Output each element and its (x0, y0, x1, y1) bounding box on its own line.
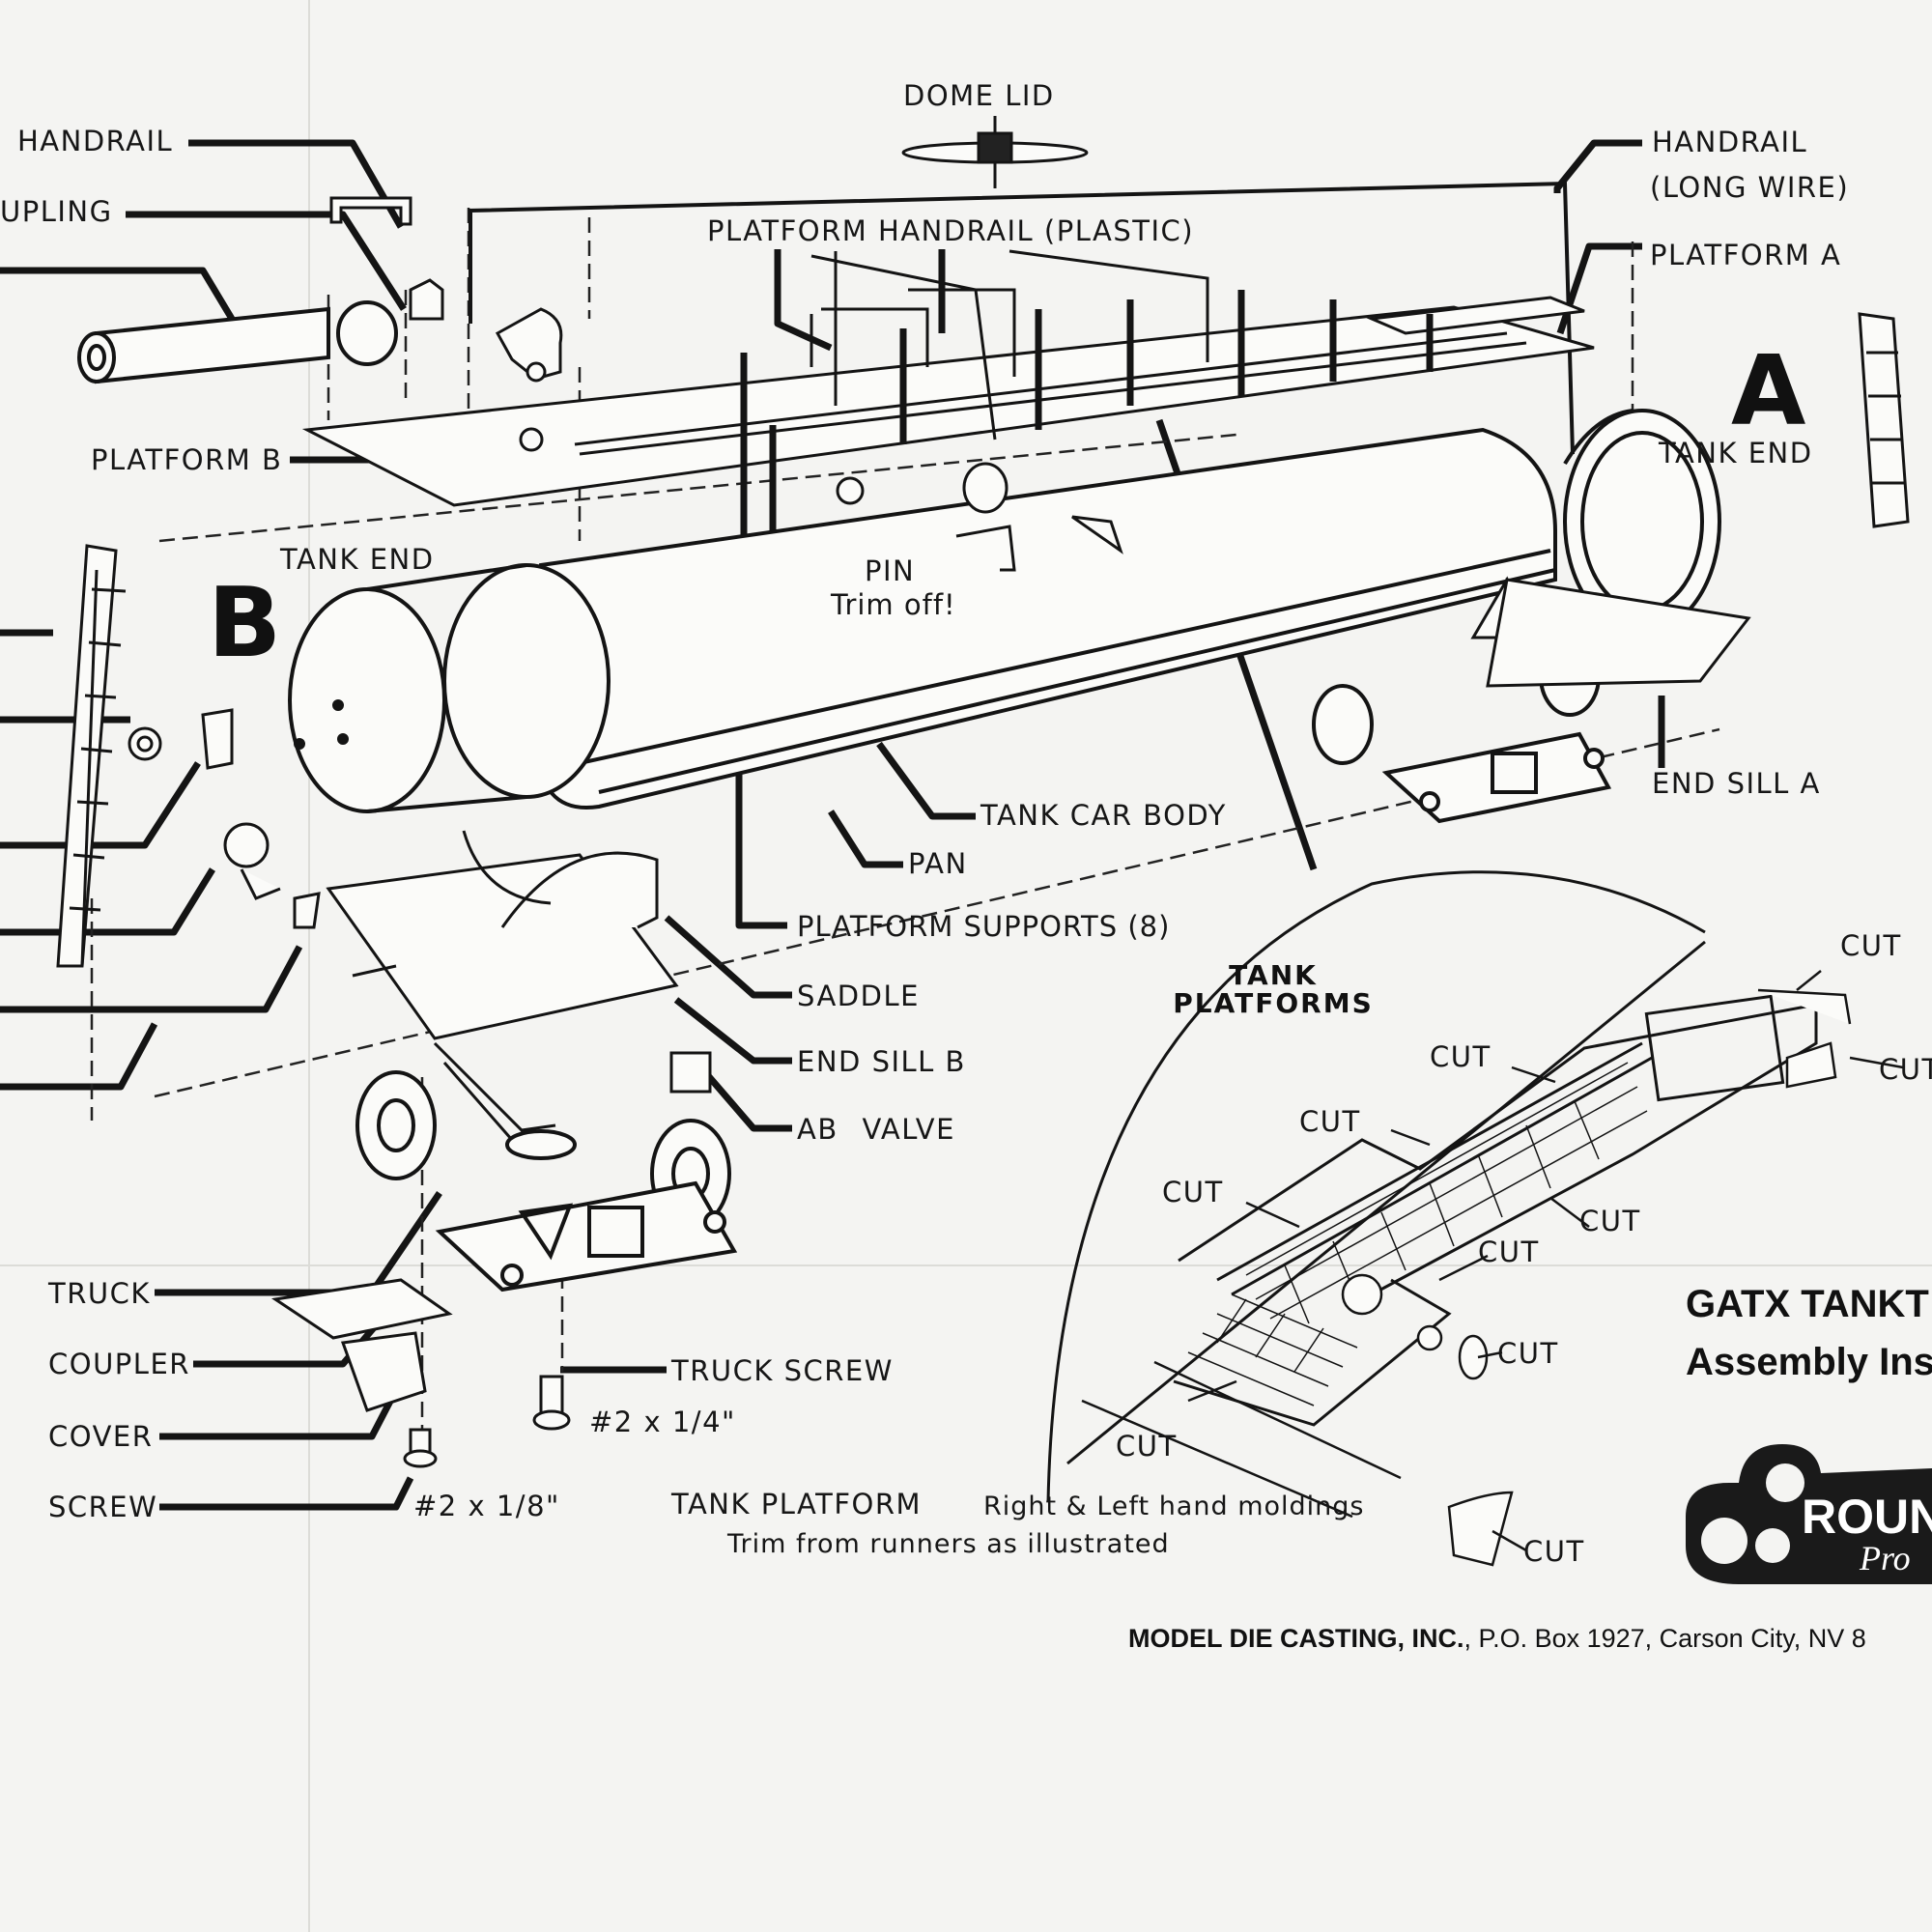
label-cut-5: CUT (1162, 1176, 1224, 1208)
left-handrail-piece (329, 196, 563, 452)
label-coupler: COUPLER (48, 1348, 190, 1380)
letter-a: A (1731, 334, 1806, 447)
label-cut-1: CUT (1840, 929, 1902, 962)
label-tank-end-b: TANK END (280, 543, 435, 576)
coupler-cover-screws (270, 1278, 571, 1468)
logo-sub: Pro (1860, 1539, 1911, 1577)
dome-lid (901, 116, 1089, 188)
title-line-1: GATX TANKT (1686, 1283, 1929, 1325)
brake-wheel-and-valves (128, 708, 321, 929)
letter-b: B (208, 566, 282, 679)
label-cut-4: CUT (1299, 1105, 1361, 1138)
label-cut-8: CUT (1497, 1337, 1559, 1370)
label-cut-10: CUT (1523, 1535, 1585, 1568)
end-sill-a (1470, 576, 1751, 688)
note-trim-runners: Trim from runners as illustrated (727, 1529, 1170, 1559)
roundhouse-logo-shape (1686, 1444, 1932, 1584)
leader-lines (0, 139, 1665, 1511)
label-coupling: UPLING (0, 195, 113, 228)
cut-marks (1081, 988, 1852, 1567)
end-sill-b (326, 830, 679, 1141)
label-platform-a: PLATFORM A (1650, 239, 1842, 271)
ab-valve (669, 1051, 712, 1094)
label-cut-9: CUT (1116, 1430, 1178, 1463)
label-cover: COVER (48, 1420, 154, 1453)
tank-car-body (533, 427, 1557, 810)
ladder-left (56, 544, 127, 968)
label-cut-7: CUT (1478, 1236, 1540, 1268)
label-dome-lid: DOME LID (903, 79, 1055, 112)
pin (836, 462, 1123, 572)
cut-arrows (1187, 970, 1904, 1552)
label-tank-car-body: TANK CAR BODY (980, 799, 1227, 832)
footer-company: MODEL DIE CASTING, INC. (1128, 1624, 1464, 1653)
logo-brand: ROUND (1802, 1490, 1932, 1544)
title-line-2: Assembly Ins (1686, 1341, 1932, 1383)
label-cut-3: CUT (1430, 1040, 1492, 1073)
label-end-sill-a: END SILL A (1652, 767, 1821, 800)
tank-end-b (288, 563, 611, 813)
label-handrail-left: HANDRAIL (17, 125, 174, 157)
label-platform-handrail: PLATFORM HANDRAIL (PLASTIC) (707, 214, 1195, 247)
label-ab-valve: AB VALVE (797, 1113, 955, 1146)
label-cut-2: CUT (1879, 1053, 1932, 1086)
label-platform-b: PLATFORM B (91, 443, 283, 476)
label-truck-screw-size: #2 x 1/4" (589, 1406, 736, 1438)
label-pan: PAN (908, 847, 968, 880)
footer-address-text: , P.O. Box 1927, Carson City, NV 8 (1463, 1624, 1866, 1653)
tank-end-a (1563, 409, 1721, 635)
tank-platforms-line-2: PLATFORMS (1173, 987, 1374, 1020)
label-pin: PIN (865, 554, 916, 587)
label-truck-screw: TRUCK SCREW (671, 1354, 894, 1387)
platform-grating (1187, 1062, 1648, 1406)
long-handrail-wire (469, 181, 1575, 455)
label-handrail-right: HANDRAIL (1652, 126, 1808, 158)
tank-platforms-upper (301, 296, 1595, 507)
label-screw: SCREW (48, 1491, 158, 1523)
label-cut-6: CUT (1579, 1205, 1641, 1237)
platform-handrail-plastic (810, 249, 1209, 440)
note-tank-platform: TANK PLATFORM (671, 1488, 923, 1520)
footer-address: MODEL DIE CASTING, INC., P.O. Box 1927, … (1128, 1626, 1866, 1652)
air-tube (77, 300, 398, 384)
label-saddle: SADDLE (797, 980, 920, 1012)
truck-b (355, 1070, 738, 1293)
label-platform-supports: PLATFORM SUPPORTS (8) (797, 910, 1171, 943)
label-long-wire: (LONG WIRE) (1650, 171, 1850, 204)
tank-platforms-line-1: TANK (1229, 959, 1318, 991)
ladder-right (1858, 312, 1910, 528)
alignment-lines (90, 208, 1720, 1468)
label-end-sill-b: END SILL B (797, 1045, 966, 1078)
label-screw-size: #2 x 1/8" (413, 1490, 560, 1522)
tank-platforms-inset (1046, 870, 1818, 1503)
label-tank-end-a: TANK END (1659, 437, 1813, 469)
label-tank-platforms: TANK PLATFORMS (1167, 961, 1379, 1018)
label-trim-off: Trim off! (831, 588, 956, 621)
note-moldings: Right & Left hand moldings (983, 1492, 1365, 1521)
label-truck: TRUCK (48, 1277, 151, 1310)
